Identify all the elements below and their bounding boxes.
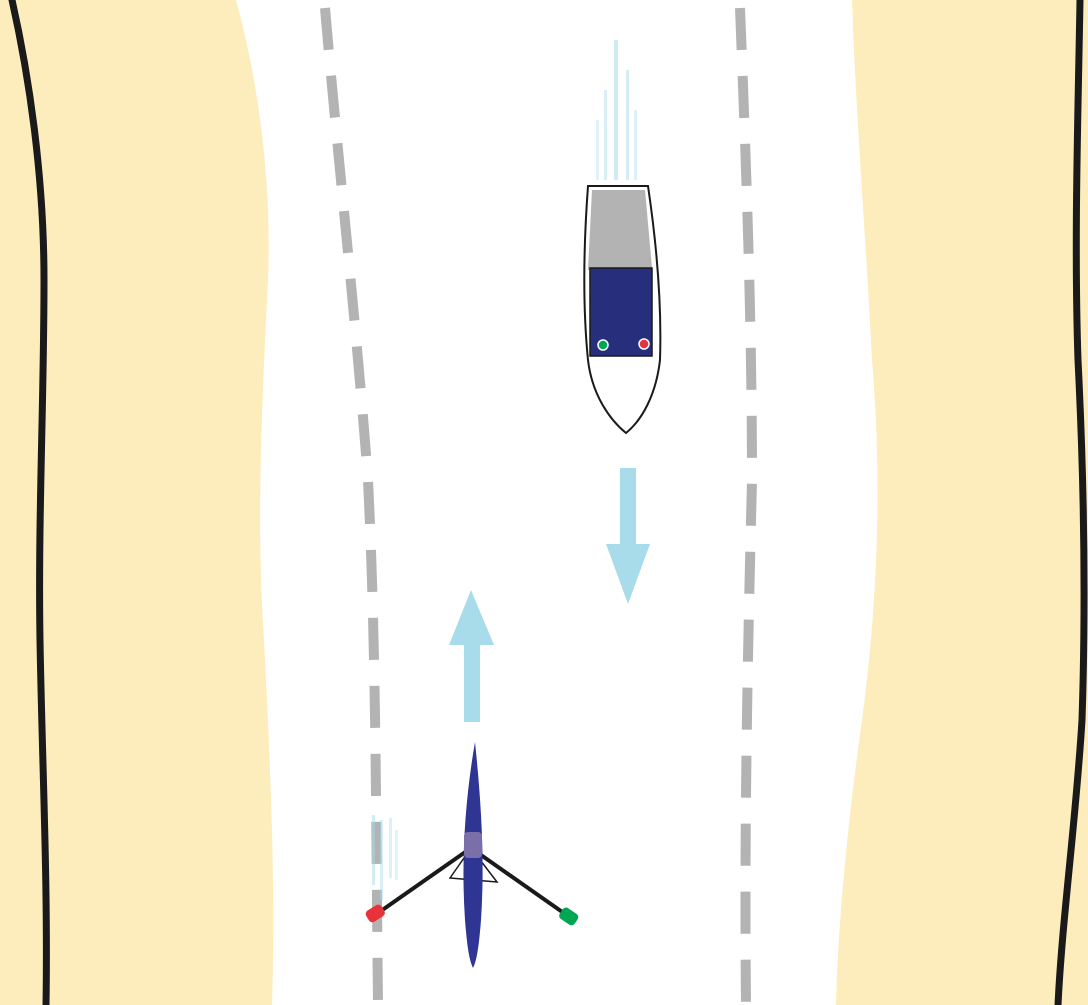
port-light [638, 338, 650, 350]
motorboat-deck [588, 190, 652, 270]
left-bank [0, 0, 274, 1005]
starboard-oar [469, 846, 570, 918]
lane-marker-left [320, 7, 383, 1005]
motorboat-wake [596, 40, 637, 180]
upstream-arrow [449, 590, 494, 722]
port-blade [365, 904, 385, 923]
rowing-shell-wake [372, 815, 398, 900]
starboard-blade [559, 907, 579, 926]
motorboat [583, 185, 662, 435]
port-oar [376, 846, 473, 915]
lane-marker-right [735, 7, 758, 1005]
downstream-arrow [606, 468, 650, 604]
right-bank [836, 0, 1088, 1005]
rowing-shell [365, 742, 579, 968]
starboard-light [597, 339, 609, 351]
rower [464, 832, 482, 858]
left-bank-edge [8, 0, 50, 1005]
right-bank-edge [1054, 0, 1088, 1005]
